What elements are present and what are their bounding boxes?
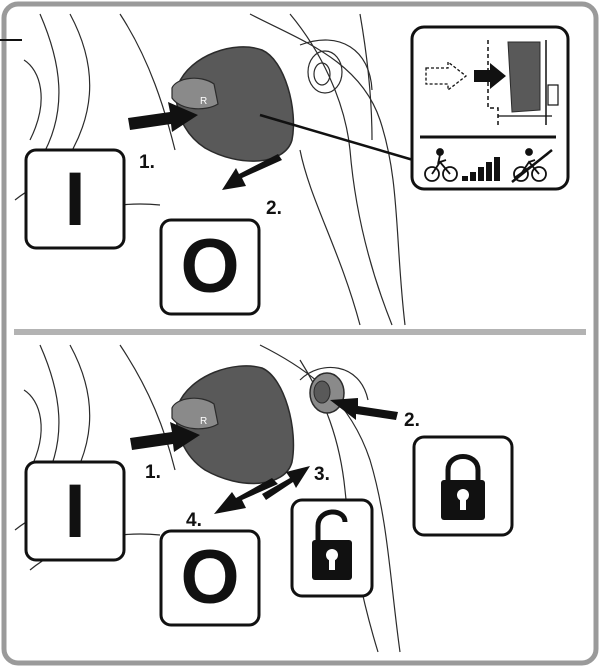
padlock-closed-box <box>412 435 514 537</box>
top-panel: R 1. 2. I O <box>14 13 570 326</box>
on-symbol-top: I <box>64 157 85 242</box>
arrow-unlock <box>262 466 310 500</box>
on-symbol-box-bottom <box>24 460 126 562</box>
key-head-bottom <box>171 397 219 430</box>
lock-cylinder <box>309 372 345 414</box>
key-housing-top <box>175 46 295 162</box>
bottom-panel: R 1. 2. 3. 4. I O <box>14 344 514 653</box>
step-label-1-bottom: 1. <box>145 462 161 483</box>
padlock-closed-icon <box>441 454 485 520</box>
step-label-3-bottom: 3. <box>314 464 330 485</box>
step-label-2-top: 2. <box>266 198 282 219</box>
arrow-turn-top <box>222 154 282 190</box>
off-symbol-bottom: O <box>180 535 239 620</box>
inset-solid-arrow <box>474 63 506 89</box>
off-symbol-top: O <box>180 224 239 309</box>
step-label-4-bottom: 4. <box>186 510 202 531</box>
arrow-push-bottom <box>130 422 200 452</box>
key-mark-r-top: R <box>200 96 207 107</box>
key-head-top <box>171 77 219 110</box>
off-symbol-box-top <box>159 218 261 316</box>
bicycle-icon <box>424 148 458 182</box>
padlock-open-icon <box>312 509 352 580</box>
on-symbol-box-top <box>24 148 126 250</box>
step-label-2-bottom: 2. <box>404 410 420 431</box>
arrow-turn-off <box>214 478 278 514</box>
arrow-press-cylinder <box>330 398 398 420</box>
inset-small-tab <box>547 84 559 106</box>
inset-dashed-slot <box>487 40 499 128</box>
signal-strength-bars-icon <box>462 157 500 181</box>
arrow-push-top <box>128 102 198 132</box>
key-mark-r-bottom: R <box>200 416 207 427</box>
on-symbol-bottom: I <box>64 469 85 554</box>
inset-leader-line <box>259 113 421 164</box>
inset-ghost-arrow <box>425 60 468 92</box>
off-symbol-box-bottom <box>159 529 261 627</box>
step-label-1-top: 1. <box>139 152 155 173</box>
padlock-open-box <box>290 498 374 598</box>
key-housing-bottom <box>175 365 295 485</box>
inset-detail <box>410 25 570 191</box>
bicycle-crossed-out-icon <box>511 148 553 183</box>
inset-key-plate <box>507 41 541 113</box>
